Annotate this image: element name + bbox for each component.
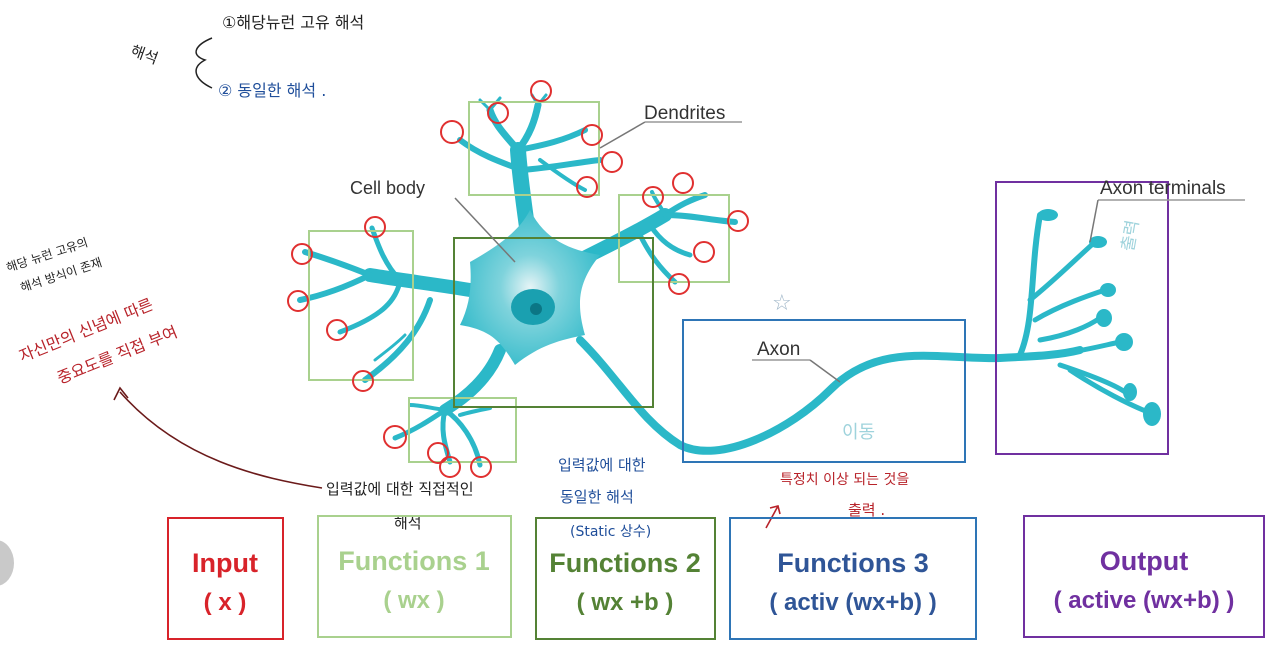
input-circle <box>693 241 715 263</box>
bracket <box>195 37 213 89</box>
input-circle <box>642 186 664 208</box>
functions-1-sub: ( wx ) <box>383 587 444 614</box>
stage-boxes: Input ( x ) Functions 1 ( wx ) Functions… <box>167 515 1265 640</box>
axon-box <box>682 319 966 463</box>
input-circle <box>440 120 464 144</box>
functions-3-sub: ( activ (wx+b) ) <box>769 589 936 616</box>
func2-note-3: (Static 상수) <box>570 524 651 540</box>
dendrite-left-box <box>308 230 414 381</box>
input-circle <box>470 456 492 478</box>
input-circle <box>326 319 348 341</box>
axon-label: Axon <box>757 339 800 360</box>
func2-note-2: 동일한 해석 <box>560 488 634 506</box>
input-circle <box>439 456 461 478</box>
dendrite-left <box>297 225 477 383</box>
axon-note: 이동 <box>842 422 875 443</box>
input-circle <box>668 273 690 295</box>
func3-note-1: 특정치 이상 되는 것을 <box>780 472 909 488</box>
input-circle <box>427 442 449 464</box>
top-notes: 해석 ①해당뉴런 고유 해석 ② 동일한 해석 . <box>128 13 364 100</box>
axon-terminals-box <box>995 181 1169 455</box>
neuron <box>297 93 1151 468</box>
input-circle <box>291 243 313 265</box>
input-circle <box>530 80 552 102</box>
functions-3-title: Functions 3 <box>777 548 929 578</box>
functions-2-box: Functions 2 ( wx +b ) <box>535 517 716 640</box>
cell-body-label: Cell body <box>350 178 425 198</box>
side-scroll-handle[interactable] <box>0 540 14 586</box>
input-circles <box>287 80 749 478</box>
output-box-title: Output <box>1100 546 1188 576</box>
input-box-title: Input <box>192 548 258 578</box>
dendrites-label: Dendrites <box>644 103 725 124</box>
input-circle <box>352 370 374 392</box>
axon-fiber <box>576 336 1084 455</box>
output-box: Output ( active (wx+b) ) <box>1023 515 1265 638</box>
functions-1-title: Functions 1 <box>338 546 490 576</box>
input-note-1: 입력값에 대한 직접적인 <box>326 480 474 498</box>
func3-note-2: 출력 . <box>848 501 885 519</box>
input-note-2: 해석 <box>394 514 422 532</box>
curved-arrow <box>119 391 323 489</box>
bracket-label: 해석 <box>128 42 160 68</box>
input-circle <box>364 216 386 238</box>
func2-note-1: 입력값에 대한 <box>558 456 646 474</box>
nucleolus <box>530 303 542 315</box>
star-mark: ☆ <box>772 291 792 316</box>
input-circle <box>672 172 694 194</box>
input-circle <box>601 151 623 173</box>
functions-2-title: Functions 2 <box>549 548 701 578</box>
input-box-sub: ( x ) <box>204 589 247 616</box>
note-2: ② 동일한 해석 . <box>218 81 326 100</box>
output-box-sub: ( active (wx+b) ) <box>1054 587 1235 614</box>
functions-1-box: Functions 1 ( wx ) <box>317 515 512 638</box>
functions-3-box: Functions 3 ( activ (wx+b) ) <box>729 517 977 640</box>
axon-terminals-label: Axon terminals <box>1100 178 1226 199</box>
input-circle <box>581 124 603 146</box>
output-note: 출력 <box>1118 219 1143 253</box>
dendrites-pointer <box>599 121 646 149</box>
dendrite-bottom <box>392 344 506 468</box>
input-circle <box>287 290 309 312</box>
note-1: ①해당뉴런 고유 해석 <box>222 13 364 32</box>
input-box: Input ( x ) <box>167 517 284 640</box>
input-circle <box>487 102 509 124</box>
input-circle <box>727 210 749 232</box>
cell-body <box>460 210 600 365</box>
input-circle <box>383 425 407 449</box>
input-circle <box>576 176 598 198</box>
left-notes: 해당 뉴런 고유의 해석 방식이 존재 자신만의 신념에 따른 중요도를 직접 … <box>5 235 323 489</box>
cell-body-box <box>453 237 654 408</box>
axon-terminal-ends <box>1038 209 1161 426</box>
dendrite-bottom-box <box>408 397 517 463</box>
cell-body-pointer <box>454 197 516 263</box>
functions-2-sub: ( wx +b ) <box>577 589 674 616</box>
dendrite-top-box <box>468 101 600 196</box>
